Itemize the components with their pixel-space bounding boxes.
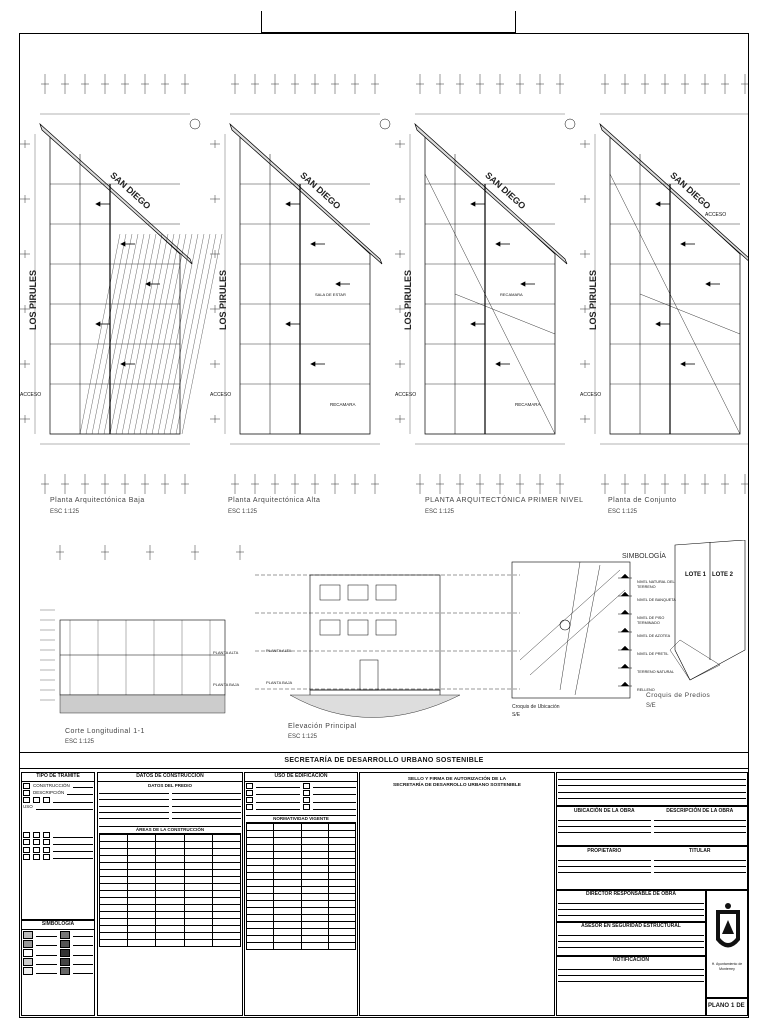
room-label: RECAMARA	[330, 402, 356, 407]
datos-construccion-heading: DATOS DE CONSTRUCCIÓN	[98, 773, 242, 782]
simbologia-item: RELLENO	[637, 688, 655, 692]
title-block-heading: SECRETARÍA DE DESARROLLO URBANO SOSTENIB…	[19, 754, 749, 769]
datos-construccion-panel: DATOS DE CONSTRUCCIÓN DATOS DEL PREDIO Á…	[97, 772, 243, 1016]
access-label: ACCESO	[210, 392, 232, 398]
level-baja-2: PLANTA BAJA	[266, 680, 293, 685]
room-label: RECAMARA	[500, 292, 523, 297]
plan-title: Planta de Conjunto	[608, 497, 677, 504]
areas-heading: ÁREAS DE LA CONSTRUCCIÓN	[99, 826, 241, 834]
plano-num: 1	[731, 1003, 735, 1010]
room-label: SALA DE ESTAR	[315, 292, 346, 297]
tramite-item: DESCRIPCIÓN	[33, 790, 65, 796]
legal-text-panel	[556, 772, 748, 806]
sections-drawing	[40, 540, 746, 718]
plan-scale: ESC 1:125	[425, 509, 455, 515]
elevation-title: Elevación Principal	[288, 723, 357, 730]
notificacion-heading: NOTIFICACIÓN	[612, 957, 650, 963]
access-label: ACCESO	[705, 212, 727, 218]
plan-scale: ESC 1:125	[50, 509, 80, 515]
plano-de: DE	[736, 1003, 745, 1010]
elevation-scale: ESC 1:125	[288, 734, 318, 740]
access-label: ACCESO	[580, 392, 602, 398]
access-label: ACCESO	[20, 392, 42, 398]
normatividad-table	[245, 822, 357, 950]
checkbox[interactable]	[23, 797, 30, 804]
uso-panel: USO DE EDIFICACIÓN NORMATIVIDAD VIGENTE	[244, 772, 358, 1016]
simbologia-item: NIVEL NATURAL DEL TERRENO	[637, 580, 675, 589]
room-label: RECAMARA	[515, 402, 541, 407]
ubicacion-panel: UBICACIÓN DE LA OBRA DESCRIPCIÓN DE LA OB…	[556, 806, 748, 846]
tramite-heading: TIPO DE TRÁMITE	[22, 773, 94, 782]
access-label: ACCESO	[395, 392, 417, 398]
titular-heading: TITULAR	[689, 848, 711, 855]
corte-scale: ESC 1:125	[65, 739, 95, 745]
municipio-label: H. Ayuntamiento de Monterrey	[711, 961, 743, 972]
street-name: LOS PIRULES	[218, 269, 228, 330]
seal-panel: H. Ayuntamiento de Monterrey	[706, 890, 748, 998]
sello-line-2: SECRETARÍA DE DESARROLLO URBANO SOSTENIB…	[393, 782, 521, 788]
simbologia-panel: SIMBOLOGÍA	[21, 920, 95, 1016]
simbologia-item: NIVEL DE PRETIL	[637, 652, 669, 656]
asesor-panel: ASESOR EN SEGURIDAD ESTRUCTURAL	[556, 922, 706, 956]
checkbox[interactable]	[43, 797, 50, 804]
propietario-heading: PROPIETARIO	[587, 848, 622, 855]
plans-drawing	[20, 74, 748, 494]
simbologia-item: TERRENO NATURAL	[637, 670, 675, 674]
checkbox[interactable]	[23, 789, 30, 796]
plano-number: PLANO 1 DE 1	[706, 998, 748, 1016]
lote-2: LOTE 2	[712, 572, 734, 578]
tramite-item: USO	[23, 804, 33, 810]
ubicacion-heading: UBICACIÓN DE LA OBRA	[573, 808, 635, 815]
simbologia-item: NIVEL DE PISO TERMINADO	[637, 616, 665, 625]
datos-predio-heading: DATOS DEL PREDIO	[147, 782, 192, 788]
plan-scale: ESC 1:125	[608, 509, 638, 515]
plano-label: PLANO	[708, 1003, 729, 1010]
header-divider	[515, 11, 516, 33]
level-alta-2: PLANTA ALTA	[266, 648, 292, 653]
predios-title: Croquis de Predios	[646, 692, 711, 699]
title-block	[19, 752, 749, 1018]
croquis-title: Croquis de Ubicación	[512, 704, 560, 710]
level-alta: PLANTA ALTA	[213, 650, 239, 655]
normatividad-heading: NORMATIVIDAD VIGENTE	[246, 815, 356, 823]
simbologia-item: NIVEL DE BANQUETA	[637, 598, 676, 602]
tramite-item: CONSTRUCCIÓN	[33, 782, 70, 788]
sheet-frame	[19, 33, 749, 1018]
lote-1: LOTE 1	[685, 572, 707, 578]
header-divider	[261, 11, 262, 33]
simbologia-heading: SIMBOLOGÍA	[22, 921, 94, 930]
plano-total: 1	[747, 1004, 748, 1010]
descripcion-heading: DESCRIPCIÓN DE LA OBRA	[666, 808, 734, 815]
header-rule	[261, 32, 515, 33]
corte-title: Corte Longitudinal 1-1	[65, 728, 145, 735]
simbologia-title: SIMBOLOGÍA	[622, 553, 666, 560]
plan-title: PLANTA ARQUITECTÓNICA PRIMER NIVEL	[425, 497, 584, 504]
notificacion-panel: NOTIFICACIÓN	[556, 956, 706, 1016]
areas-table	[98, 833, 242, 947]
uso-heading: USO DE EDIFICACIÓN	[245, 773, 357, 782]
street-name: LOS PIRULES	[588, 269, 598, 330]
plan-title: Planta Arquitectónica Alta	[228, 497, 321, 504]
checkbox[interactable]	[33, 797, 40, 804]
plan-scale: ESC 1:125	[228, 509, 258, 515]
plan-title: Planta Arquitectónica Baja	[50, 497, 145, 504]
street-name: LOS PIRULES	[28, 269, 38, 330]
simbologia-list: NIVEL NATURAL DEL TERRENO NIVEL DE BANQUE…	[637, 580, 682, 706]
simbologia-item: NIVEL DE AZOTEA	[637, 634, 671, 638]
director-heading: DIRECTOR RESPONSABLE DE OBRA	[586, 891, 676, 897]
checkbox[interactable]	[23, 782, 30, 789]
municipal-seal-icon	[716, 903, 740, 948]
street-name: LOS PIRULES	[403, 269, 413, 330]
sello-panel: SELLO Y FIRMA DE AUTORIZACIÓN DE LA SECR…	[359, 772, 555, 1016]
level-baja: PLANTA BAJA	[213, 682, 240, 687]
tramite-panel: TIPO DE TRÁMITE CONSTRUCCIÓN DESCRIPCIÓN…	[21, 772, 95, 920]
croquis-scale: S/E	[512, 712, 521, 718]
director-panel: DIRECTOR RESPONSABLE DE OBRA	[556, 890, 706, 922]
asesor-heading: ASESOR EN SEGURIDAD ESTRUCTURAL	[581, 923, 681, 929]
predios-scale: S/E	[646, 703, 656, 709]
propietario-panel: PROPIETARIO TITULAR	[556, 846, 748, 890]
sello-line-1: SELLO Y FIRMA DE AUTORIZACIÓN DE LA	[407, 777, 507, 782]
